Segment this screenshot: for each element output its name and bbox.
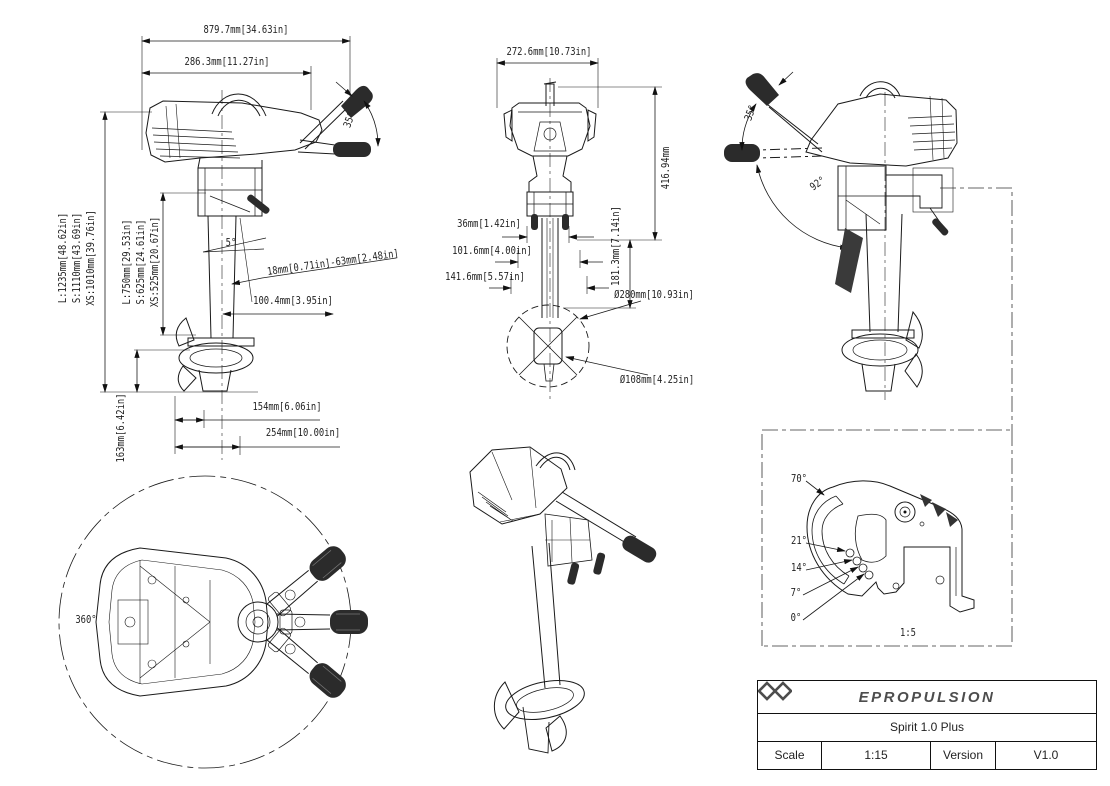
front-view-drawing: [489, 58, 662, 400]
detail-scale: 1:5: [900, 626, 916, 639]
model-name: Spirit 1.0 Plus: [758, 713, 1096, 742]
title-block-info-row: Scale 1:15 Version V1.0: [758, 741, 1096, 769]
version-label: Version: [931, 741, 996, 769]
dim-transom-a: 101.6mm[4.00in]: [452, 244, 532, 257]
scale-value: 1:15: [822, 741, 931, 769]
dim-skeg-height: 163mm[6.42in]: [114, 393, 127, 463]
dim-shaft-length-l: L:750mm[29.53in]: [120, 219, 133, 305]
dim-head-width: 286.3mm[11.27in]: [184, 55, 270, 68]
epropulsion-logo-icon: [758, 681, 792, 701]
dim-trim-7: 7°: [790, 586, 802, 599]
dim-shaft-length-xs: XS:525mm[20.67in]: [148, 216, 161, 308]
dim-transom-b: 141.6mm[5.57in]: [445, 270, 525, 283]
dim-overall-length-s: S:1110mm[43.69in]: [70, 212, 83, 304]
dim-overall-width: 879.7mm[34.63in]: [203, 23, 289, 36]
side-view-drawing: [100, 36, 397, 460]
dim-trim-0: 0°: [790, 611, 802, 624]
dim-trim-angle: 5°: [225, 236, 237, 249]
dim-shaft-length-s: S:625mm[24.61in]: [134, 219, 147, 305]
dim-lower-height: 181.3mm[7.14in]: [609, 206, 622, 286]
title-block: EPROPULSION Spirit 1.0 Plus Scale 1:15 V…: [757, 680, 1097, 770]
version-value: V1.0: [1033, 748, 1059, 762]
dim-overall-length-xs: XS:1010mm[39.76in]: [84, 210, 97, 306]
dim-mount-depth: 254mm[10.00in]: [265, 426, 341, 439]
dim-trim-14: 14°: [791, 561, 807, 574]
dim-clamp-min: 36mm[1.42in]: [457, 217, 521, 230]
dim-front-width: 272.6mm[10.73in]: [506, 45, 592, 58]
detail-view-drawing: [761, 429, 1013, 647]
brand-wordmark: EPROPULSION: [858, 688, 996, 706]
title-block-brand-row: EPROPULSION: [758, 681, 1096, 714]
top-view-drawing: [58, 475, 368, 769]
scale-label: Scale: [758, 741, 822, 769]
dim-trim-70: 70°: [791, 472, 807, 485]
dim-hub-diameter: Ø108mm[4.25in]: [619, 373, 695, 386]
dim-trim-21: 21°: [791, 534, 807, 547]
dim-upper-height: 416.94mm: [659, 146, 672, 190]
rear-view-drawing: [724, 71, 1013, 430]
isometric-view-drawing: [469, 446, 657, 754]
dim-prop-diameter: Ø280mm[10.93in]: [614, 288, 694, 301]
dim-steering-range: 360°: [75, 613, 97, 626]
dim-prop-setback: 154mm[6.06in]: [252, 400, 322, 413]
dim-overall-length-l: L:1235mm[48.62in]: [56, 212, 69, 304]
dim-shaft-to-prop: 100.4mm[3.95in]: [253, 294, 333, 307]
